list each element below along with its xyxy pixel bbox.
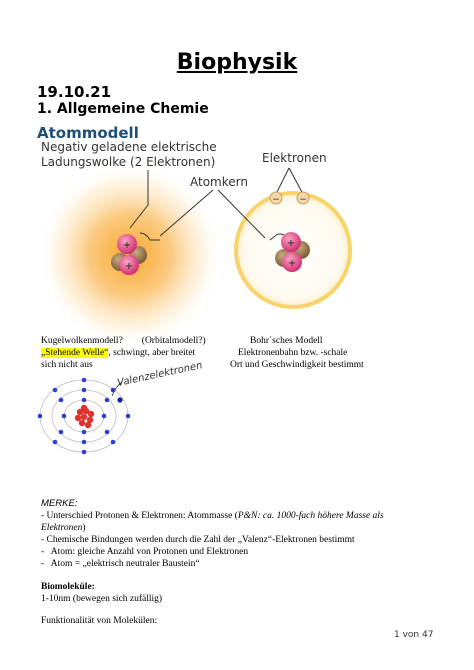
shell-electrons [37, 377, 131, 455]
note-item-2: - Chemische Bindungen werden durch die Z… [41, 535, 355, 545]
left-nucleus-pointer [159, 189, 214, 237]
proton-sign: + [123, 240, 131, 251]
biomolecules-title: Biomoleküle: [41, 582, 95, 592]
proton-left-2 [119, 255, 139, 275]
caption-right-line3: Ort und Geschwindigkeit bestimmt [230, 360, 364, 370]
proton-right-1 [281, 232, 301, 252]
notes-block: MERKE: - Unterschied Protonen & Elektron… [41, 498, 421, 570]
electron-sign: − [299, 195, 307, 205]
note-item-1-suffix: ) [82, 523, 86, 533]
caption-left-line1: Kugelwolkenmodell? (Orbitalmodell?) [41, 336, 206, 346]
biomolecules-size: 1-10nm (bewegen sich zufällig) [41, 594, 163, 604]
electron-1 [269, 191, 283, 205]
nucleus-label: Atomkern [190, 175, 248, 189]
caption-highlight: „Stehende Welle“ [41, 348, 109, 358]
cloud-label-line2: Ladungswolke (2 Elektronen) [41, 155, 216, 169]
left-nucleus-bracket [139, 232, 160, 241]
right-nucleus-pointer [217, 189, 266, 239]
caption-right-line1: Bohr´sches Modell [250, 336, 323, 346]
notes-heading: MERKE: [41, 498, 78, 509]
date-heading: 19.10.21 [37, 83, 112, 101]
electron-2 [296, 191, 310, 205]
note-item-1-prefix: - Unterschied Protonen & Elektronen: Ato… [41, 511, 238, 521]
proton-sign: + [288, 258, 296, 269]
proton-left-1 [117, 234, 137, 254]
electron-sign: − [272, 195, 280, 205]
proton-sign: + [125, 261, 133, 272]
page-title: Biophysik [176, 50, 298, 75]
proton-right-2 [282, 252, 302, 272]
valence-pointer [111, 381, 123, 397]
valence-electron [117, 397, 123, 403]
caption-left-line2-rest: , schwingt, aber breitet [108, 348, 196, 358]
section-heading: 1. Allgemeine Chemie [37, 101, 209, 117]
shell-nucleus [74, 404, 95, 429]
cloud-label: Negativ geladene elektrische Ladungswolk… [41, 140, 217, 170]
caption-left-line3: sich nicht aus [41, 360, 93, 370]
caption-right-line2: Elektronenbahn bzw. -schale [238, 348, 348, 358]
functionality-heading: Funktionalität von Molekülen: [41, 616, 158, 626]
electrons-label: Elektronen [262, 151, 327, 165]
note-item-4: - Atom = „elektrisch neutraler Baustein“ [41, 559, 200, 569]
page-number: 1 von 47 [394, 630, 434, 640]
cloud-pointer-line [129, 170, 149, 229]
cloud-label-line1: Negativ geladene elektrische [41, 140, 217, 154]
note-item-1-italic: P&N: ca. 1000-fach höhere Masse als Elek… [41, 511, 384, 533]
electron-pointer-left [275, 167, 290, 195]
note-item-3: - Atom: gleiche Anzahl von Protonen und … [41, 547, 249, 557]
valence-handwritten-label: Valenzelektronen [116, 360, 203, 389]
proton-sign: + [287, 238, 295, 249]
note-item-1: - Unterschied Protonen & Elektronen: Ato… [41, 510, 421, 534]
atom-model-heading: Atommodell [37, 124, 139, 142]
caption-left-line2: „Stehende Welle“, schwingt, aber breitet [41, 347, 195, 359]
electron-pointer-right [288, 167, 304, 195]
shell-model-figure: Valenzelektronen [37, 360, 203, 455]
